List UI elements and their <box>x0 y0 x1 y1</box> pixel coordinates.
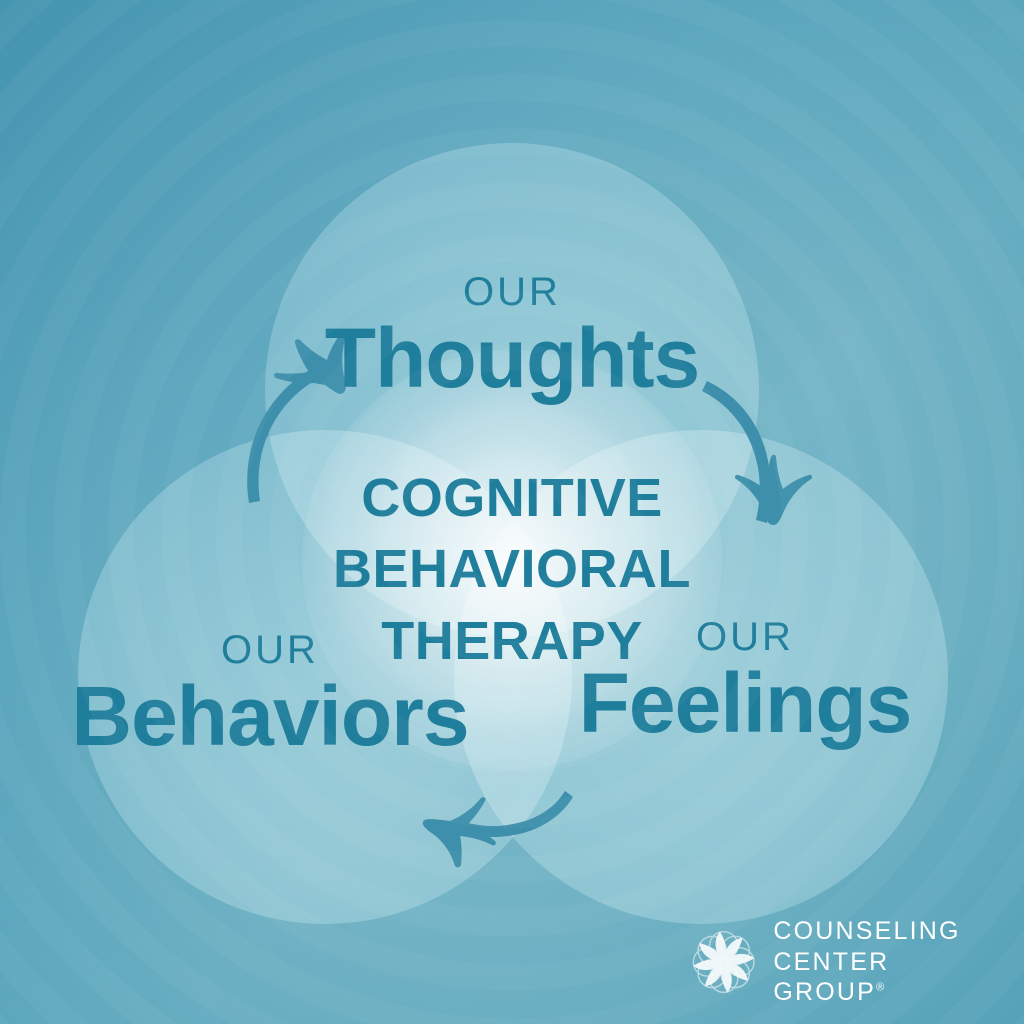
center-label: COGNITIVE BEHAVIORAL THERAPY <box>302 463 722 677</box>
center-label-line-1: COGNITIVE <box>361 468 663 528</box>
node-feelings-word: Feelings <box>578 656 913 750</box>
logo-line-2: GROUP® <box>773 977 1024 1008</box>
center-label-line-3: THERAPY <box>381 610 643 671</box>
logo-trademark: ® <box>876 981 885 994</box>
node-thoughts: OUR Thoughts <box>324 270 701 405</box>
brand-logo: COUNSELING CENTER GROUP® <box>690 916 1024 1008</box>
node-feelings: OUR Feelings <box>578 615 913 750</box>
logo-line-1: COUNSELING CENTER <box>773 917 961 976</box>
node-feelings-kicker: OUR <box>696 615 794 659</box>
pinwheel-mandala-icon <box>692 930 755 993</box>
node-thoughts-word: Thoughts <box>324 311 701 405</box>
node-behaviors: OUR Behaviors <box>71 628 469 763</box>
center-label-line-2: BEHAVIORAL <box>332 539 691 600</box>
node-behaviors-kicker: OUR <box>221 628 319 672</box>
node-thoughts-kicker: OUR <box>463 270 561 314</box>
logo-wordmark: COUNSELING CENTER GROUP® <box>773 916 1024 1008</box>
node-behaviors-word: Behaviors <box>71 669 469 763</box>
logo-line-2-text: GROUP <box>773 978 877 1006</box>
